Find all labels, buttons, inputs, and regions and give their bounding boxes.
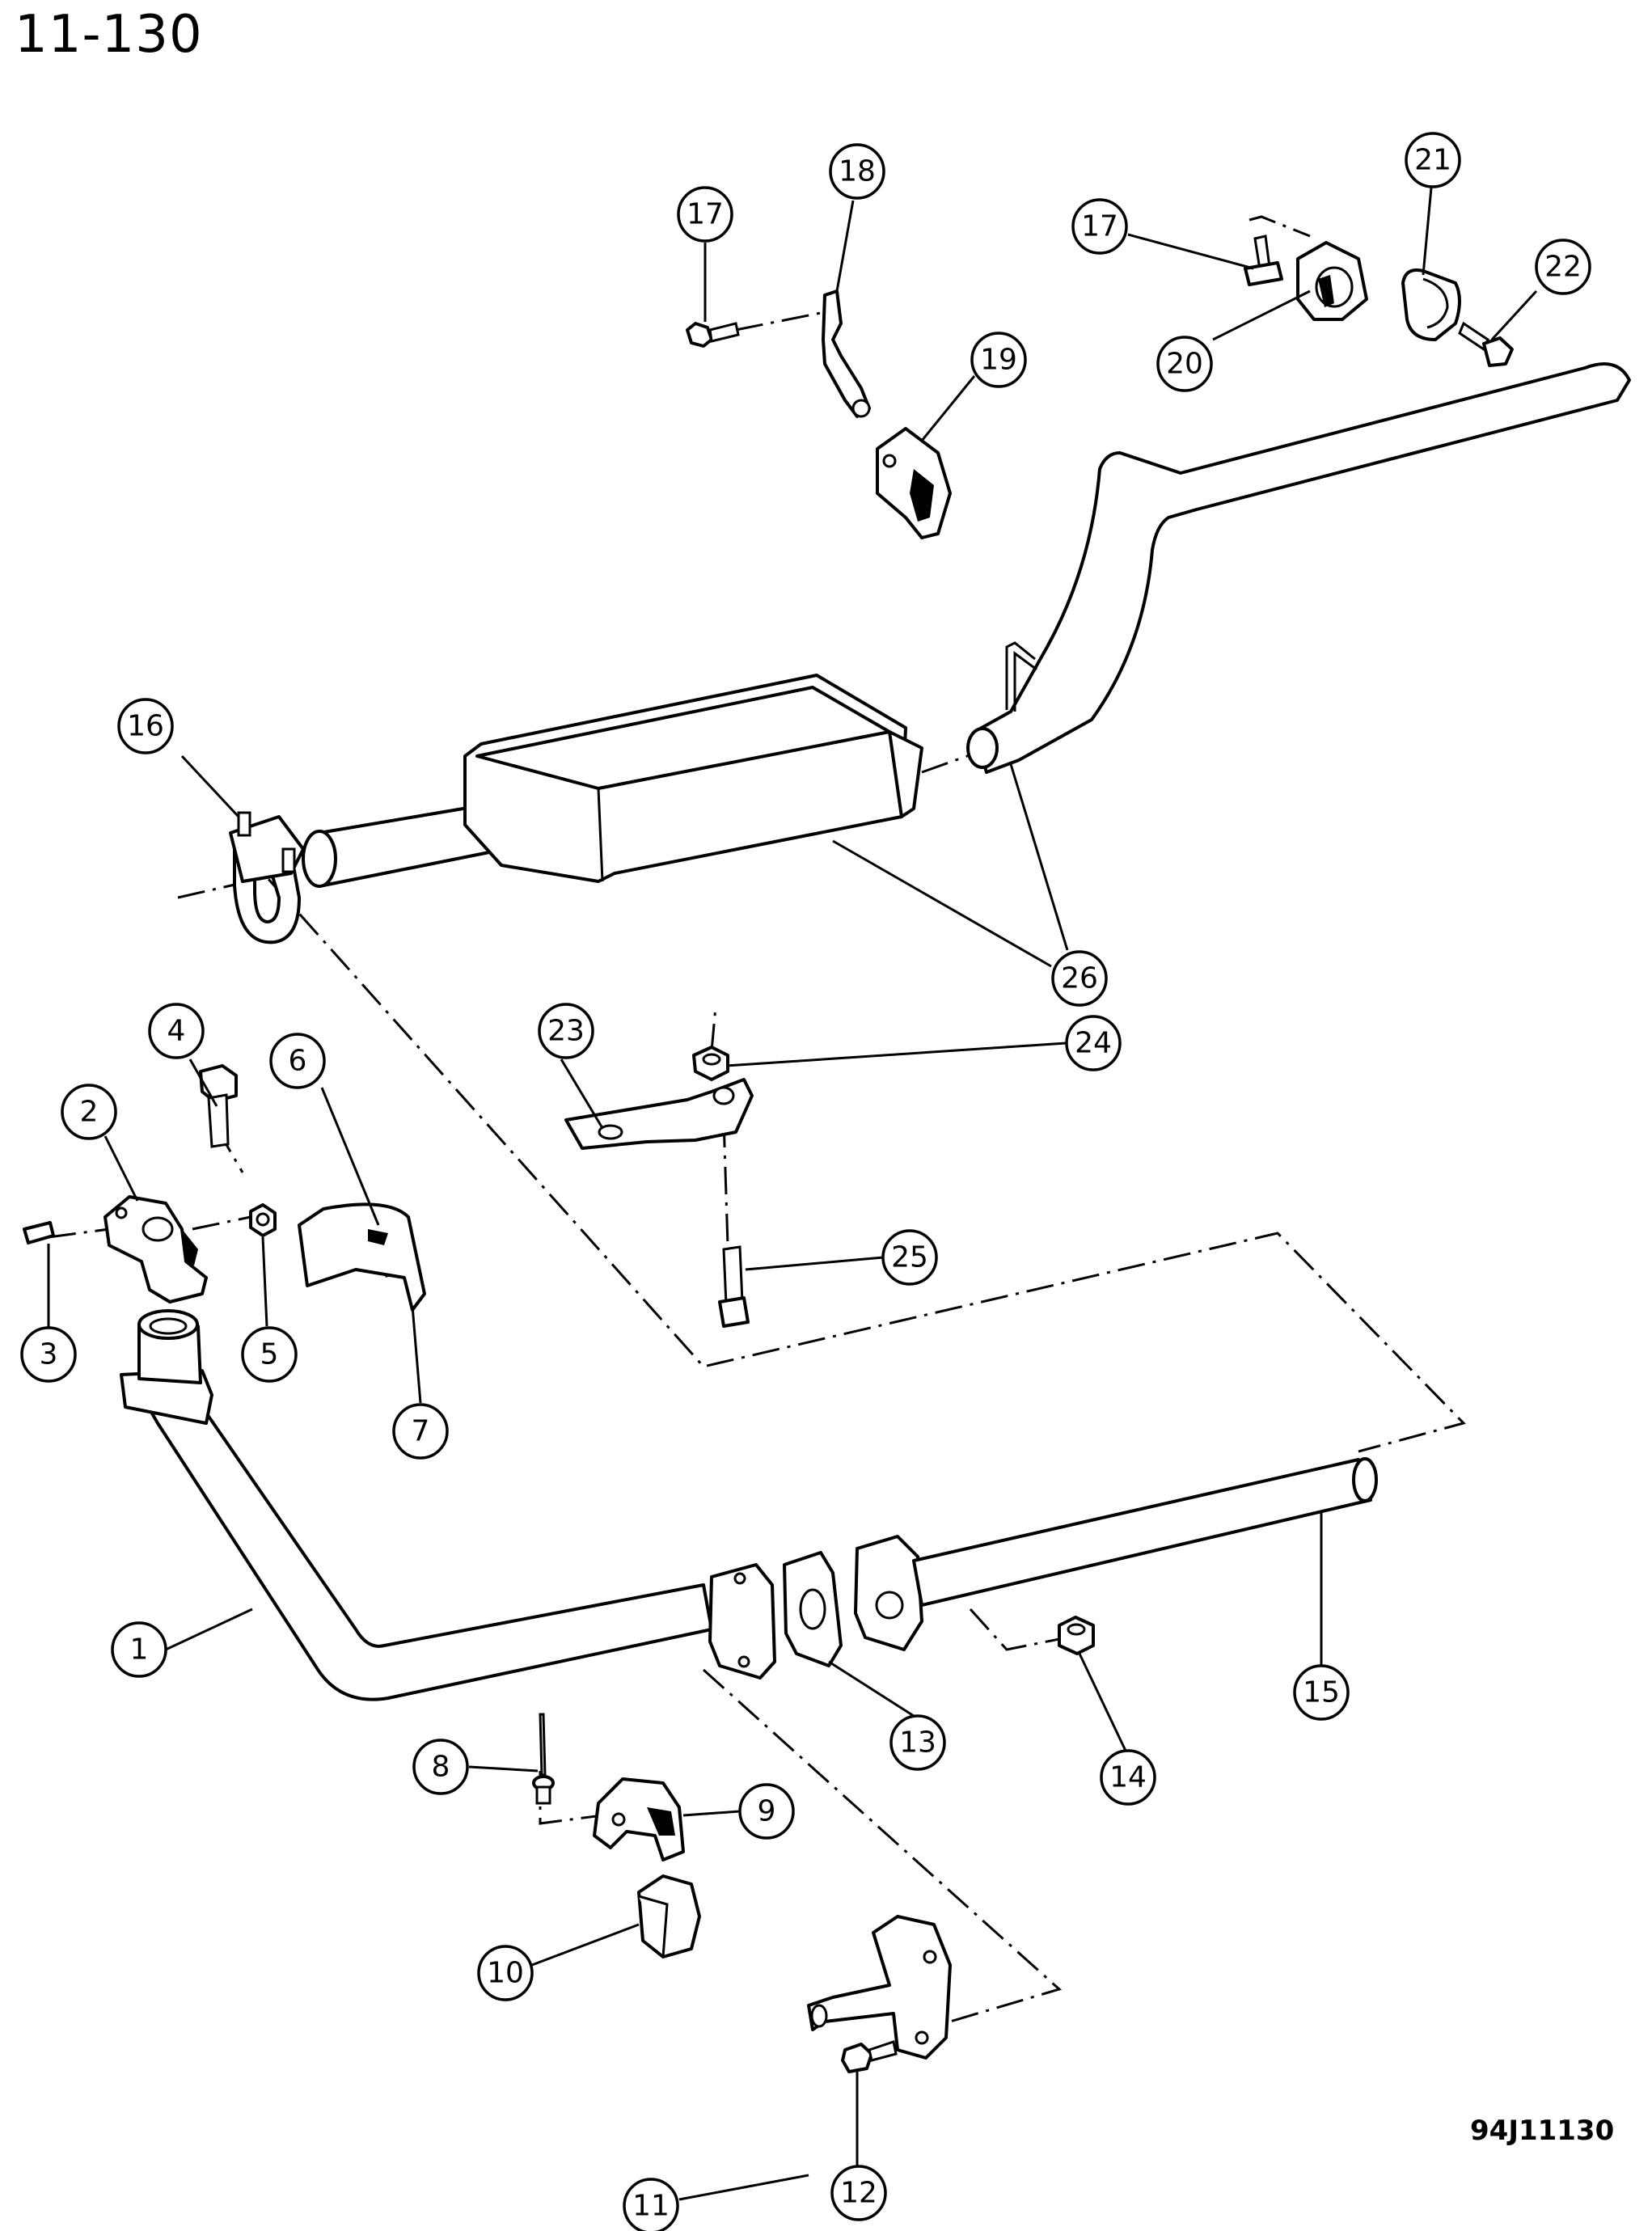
rubber-insulator — [876, 427, 952, 539]
callout-16: 16 — [117, 698, 174, 754]
svg-text:9: 9 — [758, 1795, 776, 1828]
svg-text:17: 17 — [687, 198, 724, 231]
pipe-clamp — [1401, 268, 1461, 341]
svg-text:25: 25 — [891, 1241, 928, 1274]
svg-text:3: 3 — [40, 1338, 58, 1371]
svg-text:4: 4 — [167, 1015, 186, 1048]
callout-26: 26 — [1051, 950, 1108, 1007]
callout-17-right: 17 — [1071, 198, 1128, 255]
leader-lines — [47, 187, 1538, 2201]
svg-text:24: 24 — [1075, 1027, 1112, 1060]
callout-1: 1 — [111, 1621, 167, 1678]
pipe-hanger — [593, 1777, 685, 1861]
hanger-bracket — [822, 289, 871, 418]
callout-8: 8 — [412, 1739, 469, 1795]
bracket-bolt — [718, 1245, 750, 1328]
svg-text:12: 12 — [840, 2177, 877, 2210]
svg-text:1: 1 — [130, 1633, 149, 1667]
callout-11: 11 — [623, 2178, 679, 2231]
svg-text:6: 6 — [289, 1045, 307, 1078]
callout-4: 4 — [148, 1003, 205, 1059]
flange-nut — [1058, 1616, 1095, 1655]
svg-text:18: 18 — [839, 155, 876, 188]
callout-21: 21 — [1405, 132, 1461, 188]
callout-14: 14 — [1100, 1749, 1156, 1806]
callout-25: 25 — [881, 1229, 938, 1286]
callout-15: 15 — [1293, 1664, 1350, 1721]
svg-text:20: 20 — [1166, 348, 1203, 381]
hanger-insulator — [637, 1874, 701, 1958]
flange-gasket — [783, 1551, 843, 1667]
svg-text:11: 11 — [632, 2190, 670, 2223]
adapter-bolt — [199, 1064, 238, 1148]
callout-5: 5 — [241, 1326, 298, 1383]
lower-bracket — [807, 1915, 952, 2060]
diagram-code: 94J11130 — [1470, 2115, 1615, 2147]
svg-text:14: 14 — [1109, 1761, 1147, 1794]
svg-text:26: 26 — [1061, 962, 1098, 995]
callout-12: 12 — [830, 2165, 887, 2221]
callout-22: 22 — [1535, 239, 1591, 295]
callout-3: 3 — [20, 1326, 77, 1383]
svg-text:8: 8 — [432, 1751, 450, 1784]
callout-17-left: 17 — [677, 186, 733, 243]
svg-text:10: 10 — [487, 1957, 524, 1990]
callout-6: 6 — [269, 1033, 326, 1089]
hanger-rivet — [532, 1713, 555, 1805]
page-title: 11-130 — [15, 5, 203, 65]
svg-text:2: 2 — [80, 1096, 99, 1129]
muffler-assembly — [302, 674, 923, 888]
bracket-nut — [692, 1046, 729, 1081]
callout-13: 13 — [889, 1714, 946, 1771]
manifold-stud — [23, 1221, 55, 1244]
muffler-support — [1296, 241, 1368, 321]
callout-23: 23 — [538, 1003, 594, 1059]
tail-pipe — [966, 362, 1631, 774]
clamp-bolt — [1458, 321, 1514, 367]
front-exhaust-pipe — [120, 1309, 776, 1701]
intermediate-pipe — [854, 1457, 1378, 1651]
svg-text:5: 5 — [260, 1338, 279, 1371]
svg-text:13: 13 — [899, 1726, 936, 1760]
support-bracket — [564, 1078, 754, 1150]
callout-2: 2 — [61, 1084, 117, 1140]
svg-text:16: 16 — [127, 710, 164, 743]
adapter-nut — [249, 1203, 277, 1237]
callout-19: 19 — [970, 332, 1027, 388]
callout-10: 10 — [477, 1945, 534, 2001]
svg-text:21: 21 — [1414, 144, 1451, 177]
callouts: 1 2 3 4 5 6 7 8 9 10 11 12 13 14 15 16 1… — [20, 132, 1591, 2231]
svg-text:23: 23 — [547, 1015, 585, 1048]
heat-shield — [298, 1202, 426, 1312]
manifold-adapter — [104, 1195, 208, 1304]
callout-20: 20 — [1156, 336, 1213, 392]
svg-text:22: 22 — [1544, 251, 1582, 284]
callout-9: 9 — [738, 1783, 795, 1840]
lower-bracket-bolt — [841, 2040, 898, 2073]
svg-text:15: 15 — [1303, 1676, 1340, 1709]
svg-text:17: 17 — [1081, 210, 1118, 243]
callout-18: 18 — [829, 143, 885, 200]
hanger-bolt-left — [686, 322, 740, 348]
u-bolt-clamp — [229, 811, 305, 944]
callout-7: 7 — [392, 1403, 449, 1460]
svg-text:7: 7 — [412, 1415, 430, 1448]
hanger-bolt-right — [1244, 235, 1283, 286]
callout-24: 24 — [1065, 1015, 1122, 1071]
svg-text:19: 19 — [980, 344, 1017, 377]
